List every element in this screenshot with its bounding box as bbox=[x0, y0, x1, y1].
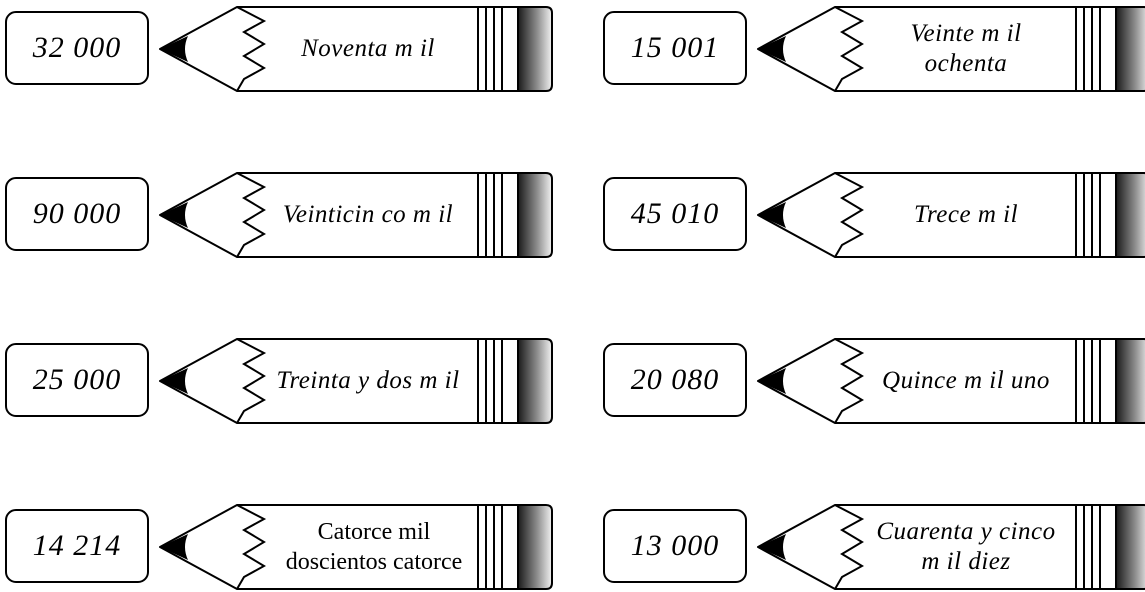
number-box: 32 000 bbox=[5, 11, 149, 85]
pencil-icon bbox=[159, 504, 553, 590]
pencil-item: 20 080 Quince m il uno bbox=[598, 336, 1145, 426]
number-box: 13 000 bbox=[603, 509, 747, 583]
pencil-shaving-edge bbox=[236, 504, 267, 590]
pencil-icon bbox=[757, 338, 1145, 424]
ferrule-band bbox=[477, 172, 519, 258]
number-words: Veinte m il ochenta bbox=[910, 20, 1022, 77]
pencil-lead bbox=[758, 534, 786, 560]
pencil-lead bbox=[758, 368, 786, 394]
pencil-lead bbox=[758, 36, 786, 62]
eraser bbox=[517, 338, 553, 424]
ferrule-band bbox=[477, 504, 519, 590]
ferrule-band bbox=[1075, 172, 1117, 258]
ferrule-band bbox=[1075, 504, 1117, 590]
eraser bbox=[1115, 338, 1145, 424]
eraser bbox=[517, 504, 553, 590]
pencil-icon bbox=[159, 172, 553, 258]
pencil-shaving-edge bbox=[236, 338, 267, 424]
pencil-icon bbox=[757, 6, 1145, 92]
number-words: Catorce mil doscientos catorce bbox=[285, 519, 463, 575]
number-words: Veinticin co m il bbox=[282, 201, 454, 228]
number-box: 25 000 bbox=[5, 343, 149, 417]
ferrule-band bbox=[477, 338, 519, 424]
pencil-icon bbox=[757, 504, 1145, 590]
pencil-shaving-edge bbox=[834, 172, 865, 258]
pencil-item: 13 000 Cuarenta y cinco m il diez bbox=[598, 502, 1145, 592]
number-words: Quince m il uno bbox=[882, 367, 1050, 394]
pencil-item: 45 010 Trece m il bbox=[598, 170, 1145, 260]
pencil-shaving-edge bbox=[834, 6, 865, 92]
pencil-shaving-edge bbox=[236, 172, 267, 258]
number-words: Noventa m il bbox=[301, 35, 435, 62]
number-box: 90 000 bbox=[5, 177, 149, 251]
pencil-item: 15 001 Veinte m il ochenta bbox=[598, 4, 1145, 94]
pencil-lead bbox=[758, 202, 786, 228]
pencil-lead bbox=[160, 368, 188, 394]
pencil-shaving-edge bbox=[236, 6, 267, 92]
pencil-icon bbox=[159, 6, 553, 92]
pencil-lead bbox=[160, 534, 188, 560]
number-box: 45 010 bbox=[603, 177, 747, 251]
pencil-item: 90 000 Veinticin co m il bbox=[0, 170, 560, 260]
pencil-shaving-edge bbox=[834, 338, 865, 424]
ferrule-band bbox=[1075, 6, 1117, 92]
eraser bbox=[1115, 6, 1145, 92]
ferrule-band bbox=[1075, 338, 1117, 424]
eraser bbox=[1115, 504, 1145, 590]
eraser bbox=[517, 6, 553, 92]
pencil-item: 32 000 Noventa m il bbox=[0, 4, 560, 94]
number-box: 15 001 bbox=[603, 11, 747, 85]
pencil-item: 25 000 Treinta y dos m il bbox=[0, 336, 560, 426]
ferrule-band bbox=[477, 6, 519, 92]
number-words: Cuarenta y cinco m il diez bbox=[876, 518, 1056, 575]
pencil-lead bbox=[160, 202, 188, 228]
eraser bbox=[1115, 172, 1145, 258]
pencil-icon bbox=[159, 338, 553, 424]
pencil-lead bbox=[160, 36, 188, 62]
number-box: 20 080 bbox=[603, 343, 747, 417]
pencil-icon bbox=[757, 172, 1145, 258]
number-box: 14 214 bbox=[5, 509, 149, 583]
pencil-item: 14 214 Catorce mil doscientos catorce bbox=[0, 502, 560, 592]
number-words: Trece m il bbox=[913, 201, 1019, 228]
eraser bbox=[517, 172, 553, 258]
pencil-shaving-edge bbox=[834, 504, 865, 590]
number-words: Treinta y dos m il bbox=[276, 367, 460, 394]
